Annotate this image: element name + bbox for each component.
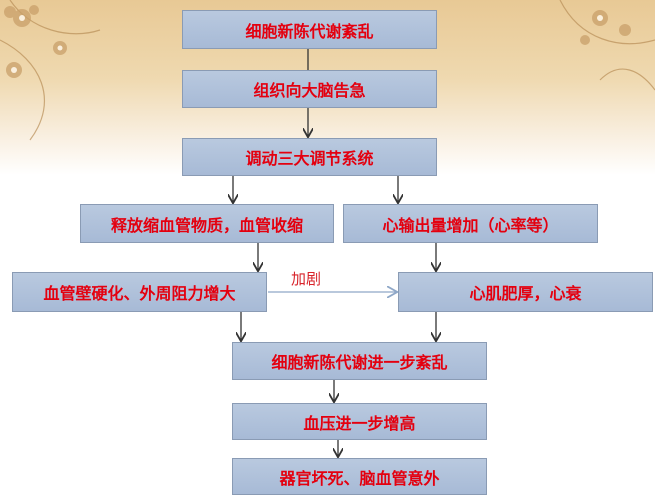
node-vasoconstriction: 释放缩血管物质，血管收缩	[80, 204, 334, 243]
node-metabolism-worse: 细胞新陈代谢进一步紊乱	[232, 342, 487, 380]
floral-ornament	[0, 0, 655, 141]
node-regulation-systems: 调动三大调节系统	[182, 138, 437, 176]
node-vessel-hardening: 血管壁硬化、外周阻力增大	[12, 272, 267, 312]
aggravate-label: 加剧	[291, 270, 322, 288]
node-myocardial-hypertrophy: 心肌肥厚，心衰	[398, 272, 653, 312]
node-cardiac-output: 心输出量增加（心率等）	[343, 204, 598, 243]
node-organ-failure: 器官坏死、脑血管意外	[232, 458, 487, 495]
node-tissue-alert-brain: 组织向大脑告急	[182, 70, 437, 108]
node-bp-higher: 血压进一步增高	[232, 403, 487, 440]
node-cell-metabolism-disorder: 细胞新陈代谢紊乱	[182, 10, 437, 49]
